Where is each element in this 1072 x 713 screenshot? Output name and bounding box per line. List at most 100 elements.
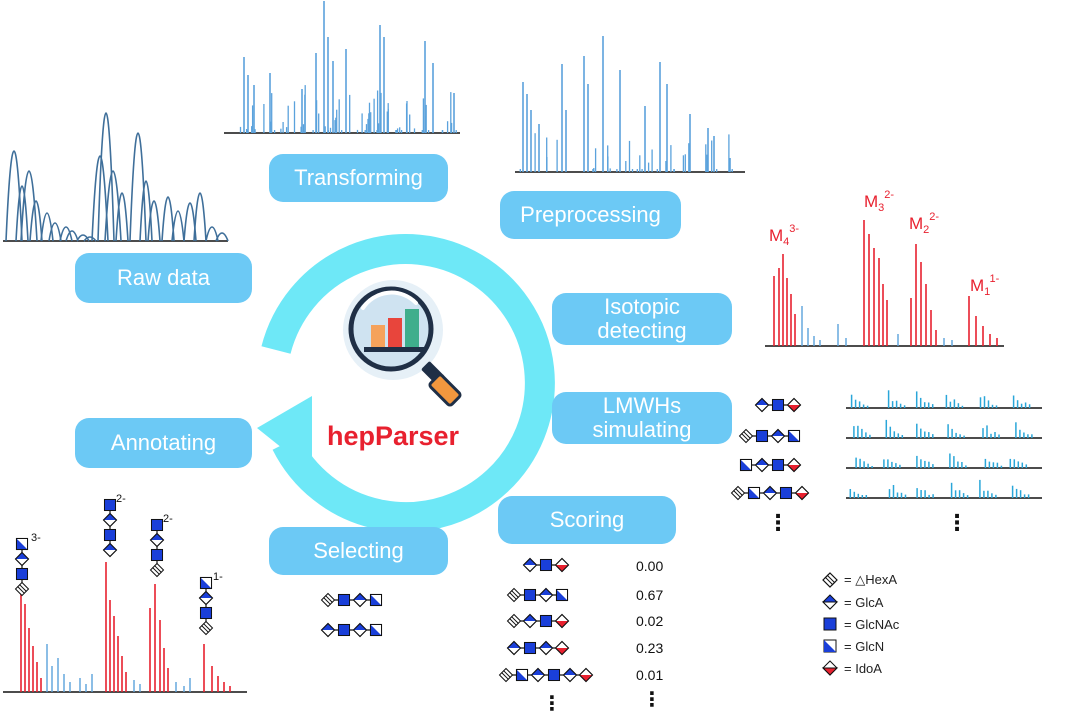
svg-text:M11-: M11- — [970, 273, 1000, 298]
glycan-structures — [14, 397, 810, 683]
glcnac-icon — [539, 558, 553, 572]
idoa-icon — [786, 457, 802, 473]
dhexa-icon — [503, 670, 511, 678]
glca-icon — [771, 429, 785, 436]
raw-spectrum-chart — [3, 112, 229, 242]
dhexa-icon — [17, 586, 25, 594]
charge-label: 1- — [213, 571, 223, 583]
step-label: Preprocessing — [520, 202, 661, 227]
glcn-icon — [788, 430, 800, 442]
glcn-icon — [739, 458, 753, 472]
peak-label-m1: M11- — [970, 273, 1000, 298]
spectrum-peak — [97, 112, 115, 242]
dhexa-icon — [822, 572, 838, 588]
dhexa-icon — [511, 616, 519, 624]
spectrum-peak — [20, 170, 38, 242]
magnifier-chart-icon — [343, 280, 462, 407]
glca-icon — [563, 668, 577, 675]
step-label: Scoring — [549, 507, 625, 532]
glcn-icon — [199, 576, 213, 590]
spectrum-peak — [15, 185, 29, 242]
dhexa-icon — [154, 565, 162, 573]
glca-icon — [320, 622, 336, 638]
glcnac-icon — [337, 623, 351, 637]
glcnac-icon — [755, 429, 769, 443]
dhexa-icon — [509, 592, 517, 600]
annotated-spectrum-chart — [3, 562, 247, 693]
glcn-icon — [370, 594, 382, 606]
glca-icon — [770, 428, 786, 444]
dhexa-icon — [733, 490, 741, 498]
legend-item-glcn: = GlcN — [820, 636, 884, 656]
svg-text:M32-: M32- — [864, 189, 894, 214]
step-preprocessing: Preprocessing — [500, 191, 681, 239]
glca-icon — [762, 485, 778, 501]
idoa-icon — [821, 660, 839, 676]
score-value: 0.00 — [636, 558, 664, 574]
glca-icon — [754, 397, 770, 413]
glcn-icon — [369, 623, 383, 637]
glca-icon — [15, 552, 29, 559]
legend-label: = GlcNAc — [844, 616, 900, 632]
step-label: Selecting — [313, 538, 404, 563]
idoa-icon — [579, 675, 593, 682]
spectrum-peak — [29, 200, 43, 242]
idoa-icon — [578, 667, 594, 683]
simulated-spectra-chart — [846, 390, 1042, 499]
glcn-icon — [555, 588, 569, 602]
charge-label: 2- — [116, 493, 126, 505]
score-value: 0.01 — [636, 667, 664, 683]
glca-icon — [538, 640, 554, 656]
step-transforming: Transforming — [269, 154, 448, 202]
legend-label: = GlcN — [844, 638, 885, 654]
score-value: 0.23 — [636, 640, 664, 656]
glcn-icon — [515, 668, 529, 682]
glcnac-icon — [771, 458, 785, 472]
step-label: Annotating — [110, 430, 217, 455]
spectrum-peak — [215, 232, 229, 242]
glcnac-icon — [150, 518, 164, 532]
glca-icon — [150, 533, 164, 540]
spectrum-peak — [161, 196, 175, 242]
glca-icon — [523, 558, 537, 565]
spectrum-peak — [83, 236, 97, 242]
glca-icon — [539, 588, 553, 595]
glca-icon — [531, 668, 545, 675]
step-scoring: Scoring — [498, 496, 676, 544]
glca-icon — [352, 622, 368, 638]
glcnac-icon — [150, 548, 164, 562]
glca-icon — [523, 614, 537, 621]
idoa-icon — [555, 621, 569, 628]
legend-label: = IdoA — [844, 660, 882, 676]
idoa-icon — [794, 485, 810, 501]
glcnac-icon — [523, 641, 537, 655]
glca-icon — [353, 623, 367, 630]
idoa-icon — [555, 648, 569, 655]
glca-icon — [198, 590, 214, 606]
legend-item-dhexa: = △HexA — [820, 570, 897, 590]
step-label: Raw data — [117, 265, 210, 290]
step-annotating: Annotating — [75, 418, 252, 468]
glca-icon — [353, 593, 367, 600]
more-ellipsis: ⋮ — [642, 687, 662, 711]
glcn-icon — [516, 669, 528, 681]
charge-label: 2- — [163, 513, 173, 525]
dhexa-icon — [506, 587, 522, 603]
score-value: 0.67 — [636, 587, 664, 603]
app-name: hepParser — [327, 421, 460, 451]
glca-icon — [522, 613, 538, 629]
peak-label-m4: M43- — [769, 223, 799, 248]
idoa-icon — [554, 613, 570, 629]
glca-icon — [103, 543, 117, 550]
preprocessed-spectrum-chart — [515, 36, 745, 173]
spectrum-peak — [104, 170, 122, 242]
glcnac-icon — [823, 617, 837, 631]
spectrum-peak — [91, 155, 109, 242]
glcn-icon — [369, 593, 383, 607]
glcn-icon — [16, 538, 28, 550]
legend-item-idoa: = IdoA — [820, 658, 882, 678]
step-label: Isotopic — [604, 294, 680, 319]
transformed-spectrum-chart — [224, 1, 460, 134]
glca-icon — [103, 513, 117, 520]
